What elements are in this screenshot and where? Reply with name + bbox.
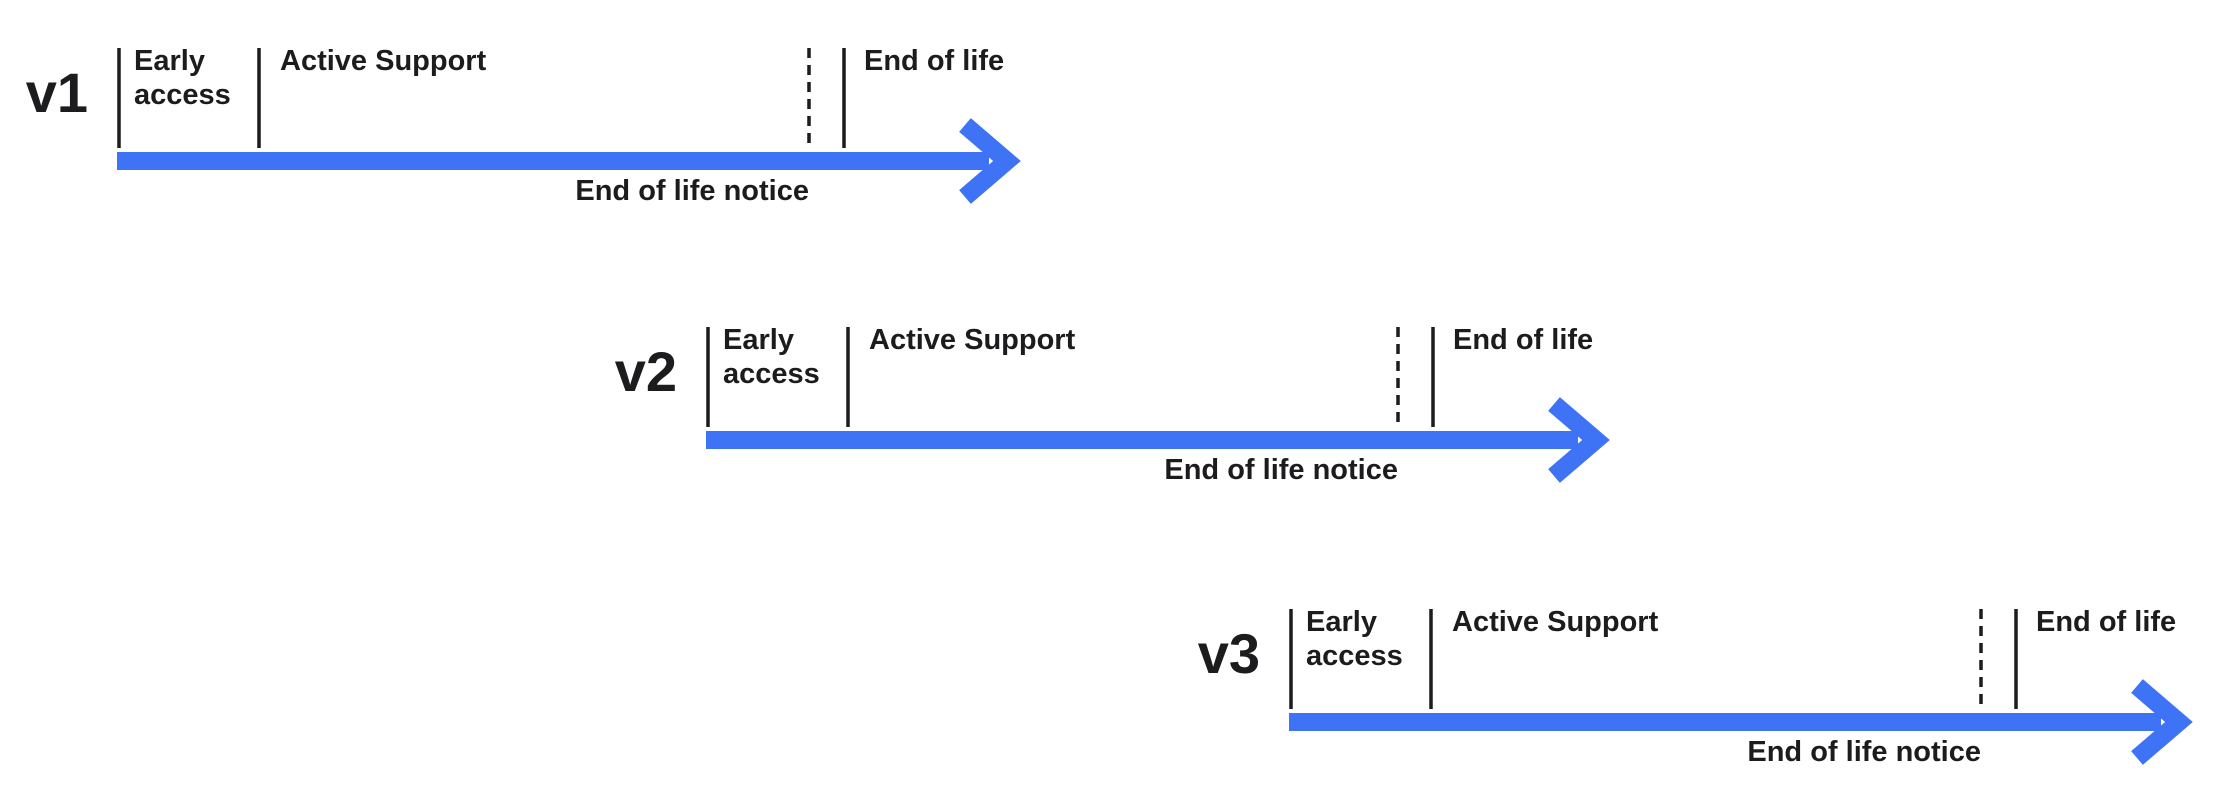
end-of-life-notice-label: End of life notice — [1747, 736, 1981, 768]
timeline-v1: v1 Early access Active Support End of li… — [26, 45, 1097, 233]
end-of-life-label: End of life — [1453, 324, 1594, 356]
early-access-label: Early access — [134, 45, 231, 111]
timeline-v3: v3 Early access Active Support End of li… — [1198, 606, 2228, 794]
early-access-label: Early access — [723, 324, 820, 390]
active-support-label: Active Support — [280, 45, 487, 77]
active-support-label: Active Support — [1452, 606, 1659, 638]
timeline-arrow-head-icon — [2131, 679, 2193, 765]
end-of-life-label: End of life — [864, 45, 1005, 77]
end-of-life-notice-label: End of life notice — [575, 175, 809, 207]
early-access-label: Early access — [1306, 606, 1403, 672]
version-label: v3 — [1197, 622, 1260, 685]
active-support-label: Active Support — [869, 324, 1076, 356]
end-of-life-label: End of life — [2036, 606, 2177, 638]
version-label: v1 — [25, 61, 88, 124]
timeline-v2: v2 Early access Active Support End of li… — [615, 324, 1686, 512]
end-of-life-notice-label: End of life notice — [1164, 454, 1398, 486]
timeline-arrow-head-icon — [959, 118, 1021, 204]
timeline-v2-graphic — [706, 327, 1610, 483]
version-label: v2 — [614, 340, 677, 403]
timeline-v1-graphic — [117, 48, 1021, 204]
timeline-arrow-head-icon — [1548, 397, 1610, 483]
timeline-v3-graphic — [1289, 609, 2193, 765]
